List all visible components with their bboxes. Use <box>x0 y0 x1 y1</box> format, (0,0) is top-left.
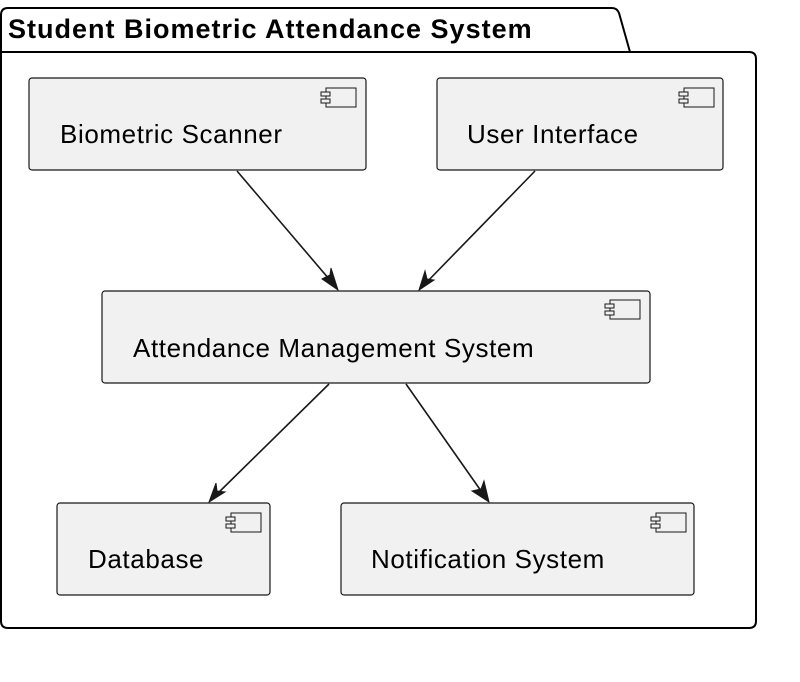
component-label: Attendance Management System <box>133 333 534 363</box>
component-label: Notification System <box>371 544 605 574</box>
edge-ui-to-ams <box>418 170 536 292</box>
component-icon <box>678 87 715 108</box>
package-tab <box>0 7 631 53</box>
component-icon <box>320 87 357 108</box>
component-icon <box>604 299 641 320</box>
package-title: Student Biometric Attendance System <box>8 14 533 44</box>
component-notification-system[interactable]: Notification System <box>340 502 695 596</box>
component-attendance-management-system[interactable]: Attendance Management System <box>101 290 651 384</box>
arrowhead <box>208 482 227 504</box>
component-label: User Interface <box>467 119 639 149</box>
component-icon <box>225 512 262 533</box>
component-label: Biometric Scanner <box>60 119 283 149</box>
edge-ams-to-database <box>208 383 330 504</box>
component-database[interactable]: Database <box>56 502 271 596</box>
edge-scanner-to-ams <box>236 170 339 292</box>
component-user-interface[interactable]: User Interface <box>436 77 724 171</box>
arrowhead <box>470 479 490 504</box>
edges <box>208 170 536 504</box>
component-label: Database <box>88 544 204 574</box>
component-icon <box>650 512 687 533</box>
edge-ams-to-notification <box>405 383 490 504</box>
component-biometric-scanner[interactable]: Biometric Scanner <box>28 77 367 171</box>
arrowhead <box>321 267 339 292</box>
arrowhead <box>418 269 436 292</box>
